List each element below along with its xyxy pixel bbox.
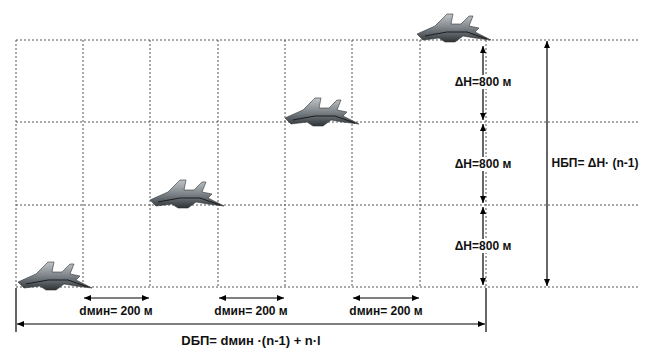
total-height-label: HБП= ΔH· (n-1) <box>550 156 641 170</box>
spacing-label: dмин= 200 м <box>77 304 154 318</box>
height-step-label: ΔH=800 м <box>453 75 514 89</box>
height-step-label: ΔH=800 м <box>453 157 514 171</box>
grid <box>16 40 640 287</box>
aircraft <box>18 14 491 290</box>
spacing-label: dмин= 200 м <box>212 304 289 318</box>
total-length-label: DБП= dмин ·(n-1) + n·l <box>179 334 322 348</box>
spacing-label: dмин= 200 м <box>347 304 424 318</box>
height-step-label: ΔH=800 м <box>453 239 514 253</box>
dimension-lines <box>16 41 547 332</box>
